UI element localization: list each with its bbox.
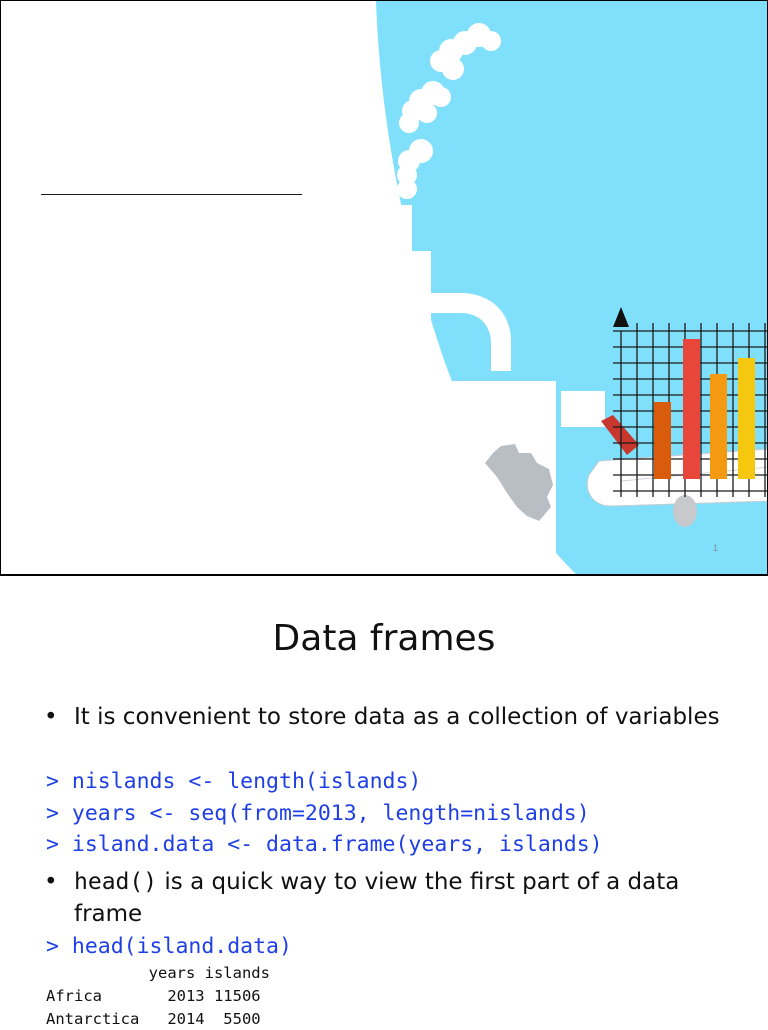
gear-icon	[485, 444, 553, 521]
title-underline	[41, 194, 302, 195]
console-output-line: Africa 2013 11506	[46, 987, 261, 1005]
slide-number: 1	[713, 543, 719, 553]
inline-code: head()	[74, 869, 158, 895]
bullet-text: It is convenient to store data as a coll…	[74, 704, 720, 730]
code-line: > island.data <- data.frame(years, islan…	[46, 832, 603, 857]
red-lever	[601, 415, 639, 455]
smoke-clouds	[397, 23, 501, 199]
console-output-line: Antarctica 2014 5500	[46, 1010, 261, 1028]
bullet-text: head() is a quick way to view the first …	[74, 866, 734, 930]
title-slide: 1	[0, 0, 768, 576]
bar-dark-orange	[654, 402, 671, 479]
axis-arrow-icon	[613, 307, 629, 327]
bullet-text-rest: is a quick way to view the first part of…	[74, 869, 680, 927]
bullet-dot: •	[44, 704, 58, 730]
bullet-dot: •	[44, 869, 58, 895]
code-line: > nislands <- length(islands)	[46, 769, 422, 794]
code-line: > head(island.data)	[46, 934, 292, 959]
bar-red	[683, 339, 700, 479]
bar-yellow	[738, 358, 755, 479]
slide-title: Data frames	[272, 618, 496, 659]
code-line: > years <- seq(from=2013, length=nisland…	[46, 801, 590, 826]
console-output-line: years islands	[46, 964, 270, 982]
factory-chart-illustration	[376, 1, 767, 574]
bar-orange	[710, 374, 727, 479]
